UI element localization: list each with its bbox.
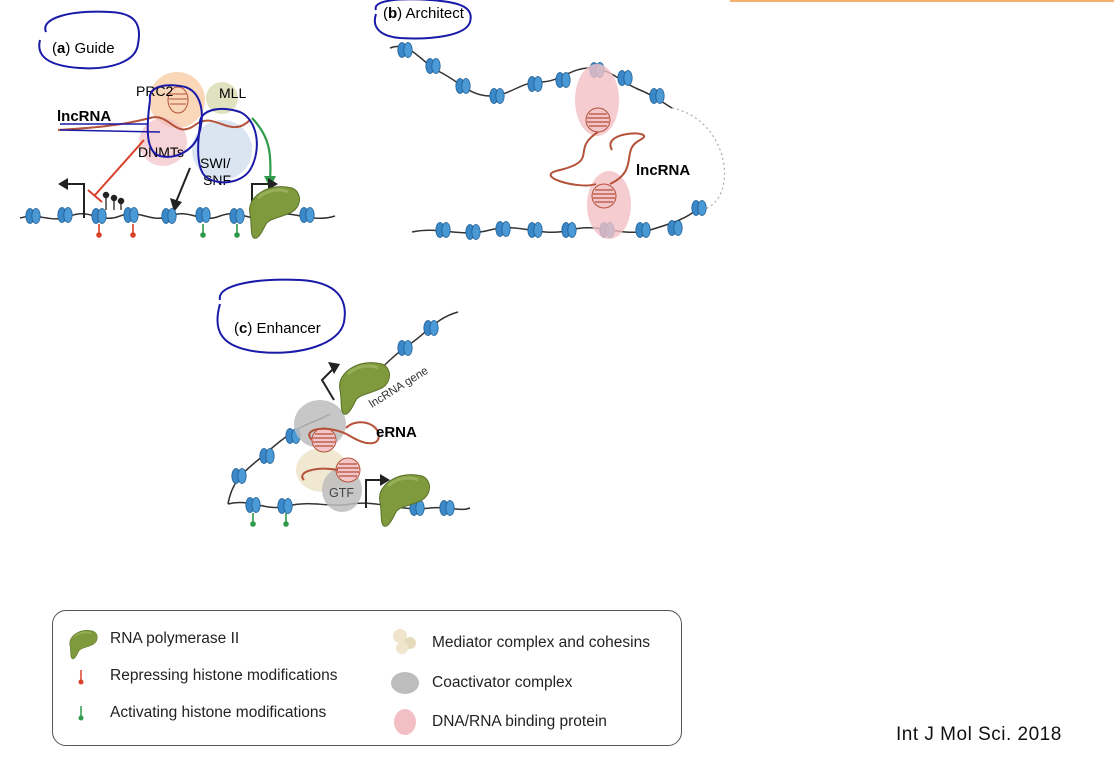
- guide-lncrna-label: lncRNA: [57, 108, 111, 125]
- guide-title: (a) Guide: [52, 40, 115, 57]
- architect-lncrna-strand: [549, 131, 645, 187]
- legend-activate-icon: [78, 706, 84, 721]
- swi-snf-protein: [192, 120, 252, 180]
- enhancer-polymerase-upper: [338, 361, 391, 416]
- legend-item-activating: Activating histone modifications: [110, 704, 327, 721]
- architect-dna-bottom: [411, 205, 701, 234]
- enhancer-title: (c) Enhancer: [234, 320, 321, 337]
- guide-polymerase: [248, 185, 301, 240]
- erna-strand: [301, 421, 380, 481]
- mll-protein: [206, 82, 238, 114]
- dnmt-protein: [139, 118, 187, 166]
- legend-repress-icon: [78, 670, 84, 685]
- panel-enhancer: (c) Enhancer eRNA GTF lncRNA gene: [216, 278, 471, 528]
- architect-title: (b) Architect: [383, 5, 465, 22]
- enhancer-title-annotation: [216, 278, 346, 354]
- panel-guide: (a) Guide PRC2 MLL lncRNA DNMTs SWI/ SNF: [19, 10, 336, 240]
- legend-item-mediator: Mediator complex and cohesins: [432, 634, 650, 651]
- mll-label: MLL: [219, 85, 246, 101]
- legend-item-binding-protein: DNA/RNA binding protein: [432, 713, 607, 730]
- guide-lncrna-strand: [57, 116, 251, 131]
- top-accent-line: [730, 0, 1114, 2]
- gtf-label: GTF: [329, 486, 354, 500]
- erna-label: eRNA: [376, 424, 417, 441]
- guide-title-annotation: [38, 10, 140, 70]
- legend-mediator-icon: [393, 629, 416, 654]
- snf-label: SNF: [203, 172, 231, 188]
- legend-icons: [68, 629, 419, 735]
- repress-arrow: [94, 139, 145, 196]
- enhancer-polymerase-lower: [378, 473, 431, 528]
- panel-architect: (b) Architect lncRNA: [373, 0, 726, 240]
- legend-box: [52, 610, 682, 746]
- legend-coactivator-icon: [391, 672, 419, 694]
- legend-item-repressing: Repressing histone modifications: [110, 667, 338, 684]
- legend-item-polymerase: RNA polymerase II: [110, 630, 240, 647]
- dnmts-label: DNMTs: [138, 144, 184, 160]
- prc2-label: PRC2: [136, 83, 174, 99]
- activate-arrow: [251, 117, 272, 181]
- swi-label: SWI/: [200, 155, 230, 171]
- legend-item-coactivator: Coactivator complex: [432, 674, 573, 691]
- architect-lncrna-label: lncRNA: [636, 162, 690, 179]
- legend-binding-protein-icon: [394, 709, 416, 735]
- architect-title-annotation: [373, 0, 472, 40]
- citation: Int J Mol Sci. 2018: [896, 724, 1062, 745]
